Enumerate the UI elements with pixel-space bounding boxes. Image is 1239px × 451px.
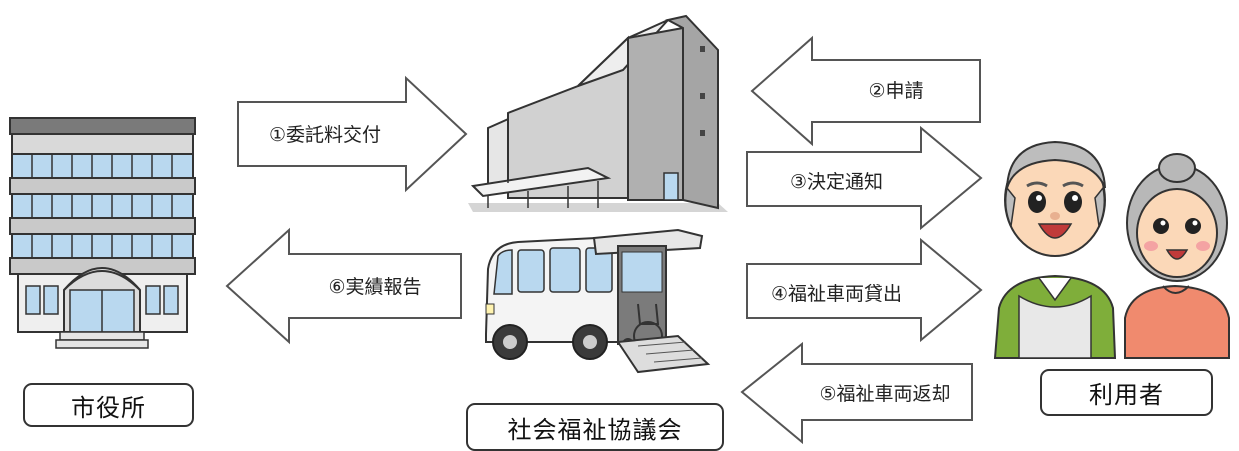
city-hall-illustration: [9, 117, 196, 349]
arrow-step-2: [750, 35, 981, 147]
arrow-step-5: [740, 341, 973, 445]
step-4-label: ④福祉車両貸出: [770, 282, 903, 305]
council-building-illustration: [468, 14, 728, 212]
council-label: 社会福祉協議会: [466, 403, 724, 451]
step-1-label: ①委託料交付: [268, 123, 382, 146]
arrow-step-1: [237, 75, 468, 193]
step-2-label: ②申請: [868, 79, 924, 102]
arrow-step-6: [225, 227, 462, 345]
city-hall-label: 市役所: [23, 383, 194, 427]
step-3-label: ③決定通知: [789, 170, 884, 193]
users-illustration: [993, 140, 1230, 359]
step-6-label: ⑥実績報告: [328, 275, 422, 298]
arrow-step-3: [746, 125, 983, 231]
welfare-van-illustration: [485, 228, 711, 374]
arrow-step-4: [746, 237, 983, 343]
user-label: 利用者: [1040, 369, 1213, 416]
step-5-label: ⑤福祉車両返却: [819, 382, 951, 405]
